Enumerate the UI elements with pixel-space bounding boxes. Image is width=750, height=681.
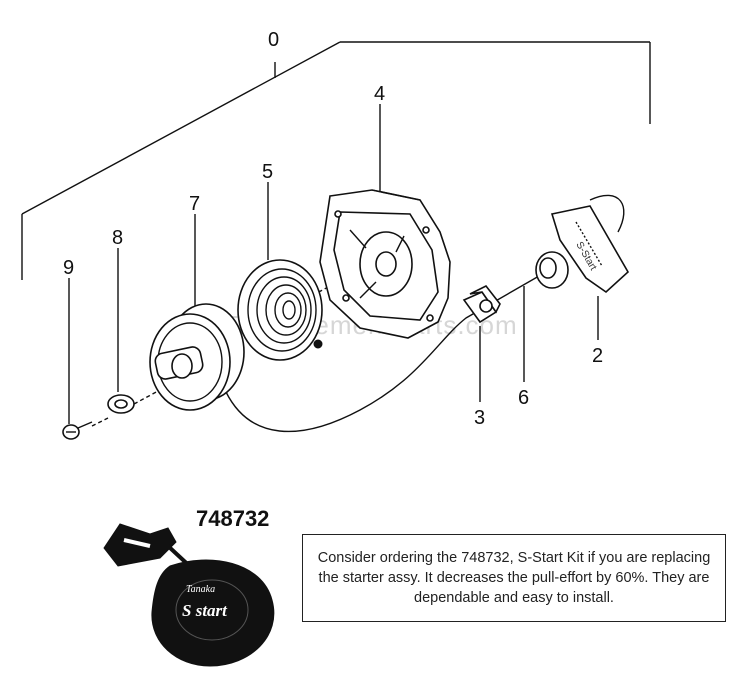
assembly-bracket (21, 41, 651, 280)
callout-6: 6 (518, 387, 529, 409)
callout-5: 5 (262, 161, 273, 183)
rope-guide-part (462, 284, 501, 324)
callout-3: 3 (474, 407, 485, 429)
recoil-spring-part (237, 259, 323, 361)
screw-part (62, 421, 93, 440)
kit-note-box: Consider ordering the 748732, S-Start Ki… (302, 534, 726, 622)
leader-lines (68, 104, 599, 427)
callout-8: 8 (112, 227, 123, 249)
callout-7: 7 (189, 193, 200, 215)
starter-handle-part: S-Start (535, 194, 630, 294)
starter-housing-part (319, 189, 451, 339)
kit-part-number: 748732 (196, 506, 270, 531)
kit-logo-text: Tanaka (186, 584, 215, 595)
callout-2: 2 (592, 345, 603, 367)
callout-9: 9 (63, 257, 74, 279)
kit-note-text: Consider ordering the 748732, S-Start Ki… (317, 550, 711, 606)
washer-part (107, 394, 135, 414)
starter-pulley-part (149, 303, 245, 411)
starter-rope-part (225, 271, 547, 433)
kit-logo-subtext: S start (182, 601, 228, 620)
callout-4: 4 (374, 83, 385, 105)
s-start-kit-image: Tanaka S start (103, 523, 275, 667)
callout-0: 0 (268, 29, 279, 51)
